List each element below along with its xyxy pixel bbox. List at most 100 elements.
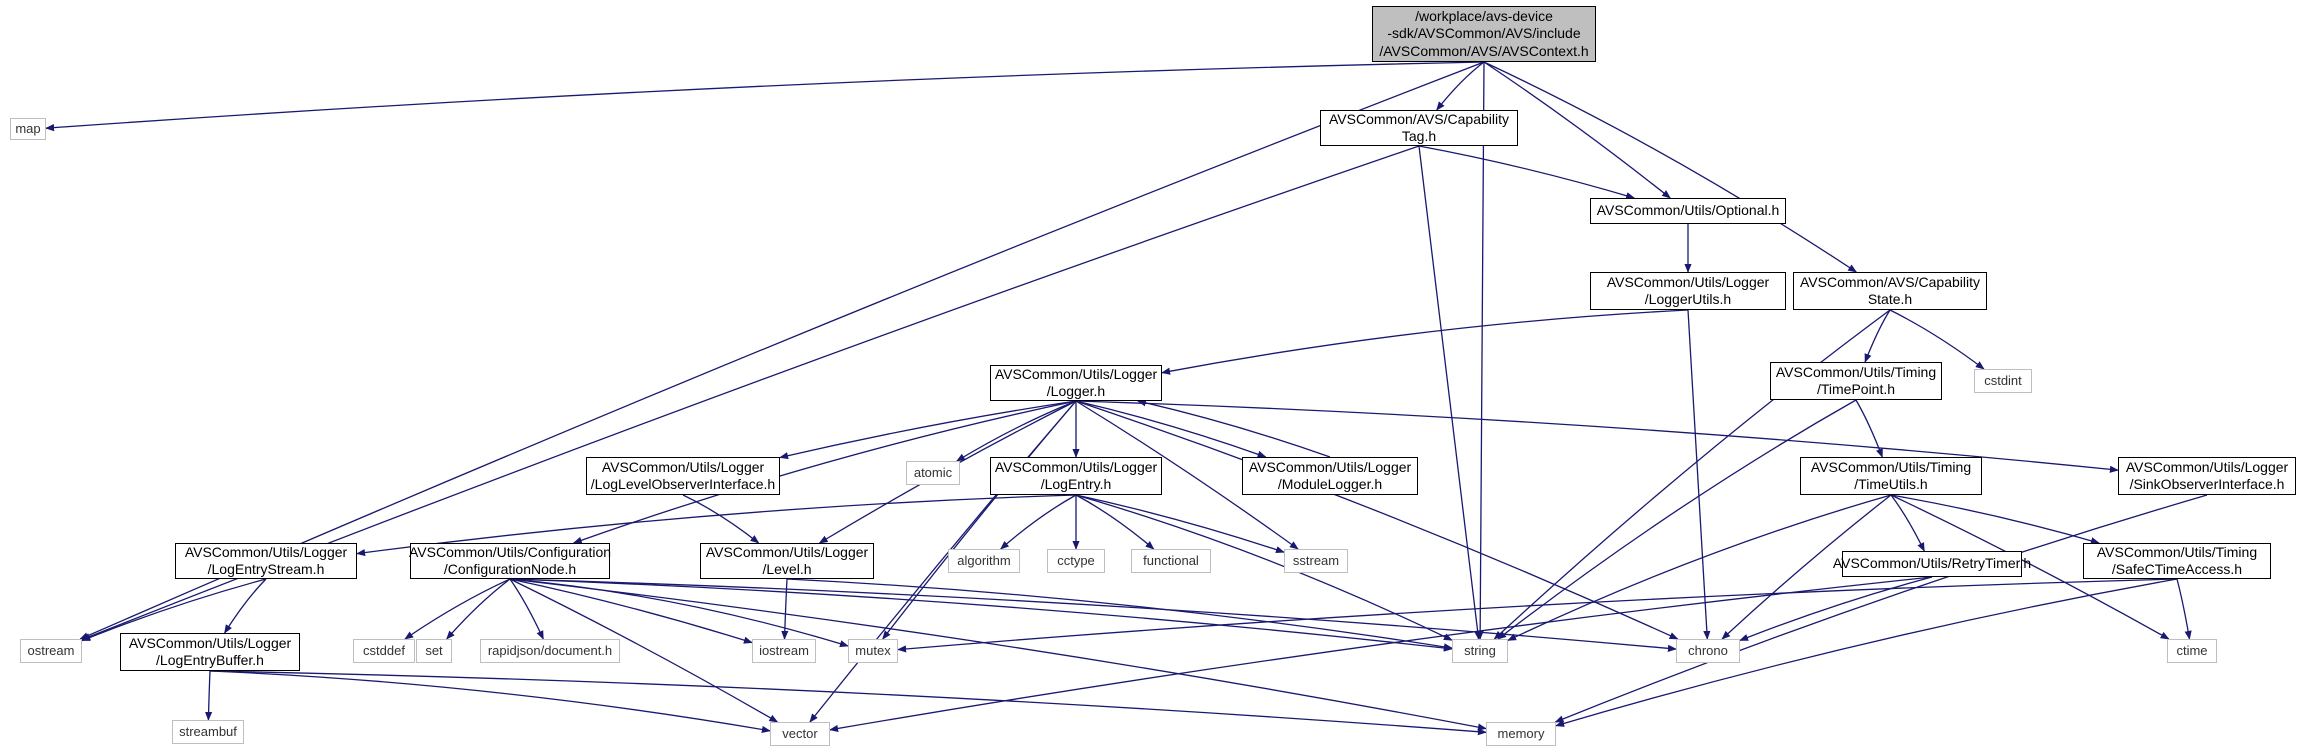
edge-confignode-to-iostream: [509, 578, 753, 644]
node-label: sstream: [1292, 552, 1340, 568]
node-label: functional: [1143, 552, 1199, 568]
node-optional[interactable]: AVSCommon/Utils/Optional.h: [1590, 198, 1786, 224]
node-root[interactable]: /workplace/avs-device -sdk/AVSCommon/AVS…: [1372, 6, 1596, 62]
edge-level-to-iostream: [781, 578, 789, 640]
node-label: AVSCommon/Utils/Logger /LogLevelObserver…: [590, 458, 776, 493]
edge-timepoint-to-string: [1497, 399, 1857, 640]
node-label: AVSCommon/Utils/RetryTimer.h: [1832, 555, 2032, 572]
node-label: AVSCommon/Utils/Logger /Logger.h: [994, 365, 1158, 400]
edge-confignode-to-memory: [509, 578, 1487, 731]
edge-root-to-captag: [1436, 61, 1485, 111]
edge-logger-to-sstream: [1075, 400, 1299, 550]
edge-capstate-to-cstdint: [1889, 309, 1985, 370]
edge-confignode-to-chrono: [509, 578, 1677, 652]
node-logentry[interactable]: AVSCommon/Utils/Logger /LogEntry.h: [990, 457, 1162, 495]
edge-timepoint-to-timeutils: [1855, 399, 1883, 458]
node-sstream: sstream: [1284, 549, 1348, 573]
node-label: mutex: [855, 642, 891, 658]
node-label: atomic: [913, 464, 953, 480]
edge-logger-to-atomic: [956, 400, 1077, 462]
edge-logentry-to-string: [1075, 494, 1453, 641]
node-label: ctime: [2176, 642, 2208, 658]
node-vector: vector: [770, 722, 830, 746]
node-ctime: ctime: [2167, 639, 2217, 663]
node-ostream: ostream: [20, 639, 82, 663]
node-logentrystream[interactable]: AVSCommon/Utils/Logger /LogEntryStream.h: [175, 543, 357, 579]
node-level[interactable]: AVSCommon/Utils/Logger /Level.h: [700, 543, 874, 579]
edge-logentry-to-logentrystream: [356, 494, 1077, 557]
edge-retrytimer-to-vector: [829, 576, 1933, 732]
node-loggerutils[interactable]: AVSCommon/Utils/Logger /LoggerUtils.h: [1590, 272, 1786, 310]
edge-logger-to-confignode: [572, 400, 1077, 544]
edge-logentrybuffer-to-vector: [209, 670, 771, 733]
node-label: AVSCommon/Utils/Logger /LogEntryBuffer.h: [128, 634, 292, 669]
edge-capstate-to-string: [1493, 309, 1891, 640]
edge-confignode-to-vector: [509, 578, 779, 723]
node-capstate[interactable]: AVSCommon/AVS/Capability State.h: [1793, 272, 1987, 310]
node-streambuf: streambuf: [172, 720, 244, 744]
node-map: map: [10, 118, 46, 140]
edge-safectime-to-ctime: [2176, 578, 2192, 640]
edge-confignode-to-cstddef: [404, 578, 511, 640]
edge-logentry-to-algorithm: [1000, 494, 1077, 550]
edge-root-to-optional: [1483, 61, 1671, 199]
edge-logentrybuffer-to-streambuf: [205, 670, 213, 721]
node-sinkobs[interactable]: AVSCommon/Utils/Logger /SinkObserverInte…: [2118, 457, 2296, 495]
node-label: cctype: [1057, 552, 1095, 568]
node-modulelogger[interactable]: AVSCommon/Utils/Logger /ModuleLogger.h: [1242, 457, 1418, 495]
edge-logger-to-mutex: [882, 400, 1077, 640]
edge-level-to-string: [786, 578, 1453, 651]
edge-timeutils-to-ctime: [1890, 494, 2170, 640]
node-timepoint[interactable]: AVSCommon/Utils/Timing /TimePoint.h: [1770, 362, 1942, 400]
node-set: set: [416, 639, 452, 663]
edge-logentrystream-to-ostream: [81, 578, 267, 642]
node-label: cstddef: [363, 642, 405, 658]
node-captag[interactable]: AVSCommon/AVS/Capability Tag.h: [1320, 110, 1518, 146]
node-label: streambuf: [179, 723, 237, 739]
edge-loggerutils-to-logger: [1161, 309, 1689, 375]
node-string: string: [1452, 639, 1508, 663]
edge-root-to-capstate: [1483, 61, 1858, 273]
edge-logger-to-vector: [809, 400, 1077, 723]
node-label: AVSCommon/Utils/Timing /SafeCTimeAccess.…: [2096, 543, 2258, 578]
node-logger[interactable]: AVSCommon/Utils/Logger /Logger.h: [990, 365, 1162, 401]
node-loglevelobs[interactable]: AVSCommon/Utils/Logger /LogLevelObserver…: [586, 457, 780, 495]
node-label: ostream: [27, 642, 75, 658]
node-label: set: [425, 642, 443, 658]
edge-captag-to-string: [1418, 145, 1482, 640]
edge-root-to-map: [45, 61, 1485, 132]
node-label: AVSCommon/Utils/Logger /LogEntry.h: [994, 458, 1158, 493]
edge-confignode-to-string: [509, 578, 1453, 652]
node-label: AVSCommon/AVS/Capability Tag.h: [1329, 110, 1509, 145]
edge-loggerutils-to-chrono: [1687, 309, 1711, 640]
edge-logger-to-chrono: [1075, 400, 1679, 640]
node-label: AVSCommon/Utils/Logger /LoggerUtils.h: [1606, 273, 1770, 308]
node-mutex: mutex: [848, 639, 898, 663]
node-safectime[interactable]: AVSCommon/Utils/Timing /SafeCTimeAccess.…: [2083, 543, 2271, 579]
node-label: chrono: [1688, 642, 1728, 658]
node-label: string: [1464, 642, 1496, 658]
edge-confignode-to-rapidjson: [509, 578, 544, 640]
node-atomic: atomic: [906, 461, 960, 485]
edge-loglevelobs-to-level: [682, 494, 760, 544]
node-label: AVSCommon/Utils/Logger /Level.h: [705, 543, 869, 578]
edge-sinkobs-to-memory: [1554, 494, 2208, 723]
edge-logentry-to-sstream: [1075, 494, 1285, 554]
edge-timeutils-to-string: [1507, 494, 1892, 641]
edge-logger-to-sinkobs: [1075, 400, 2119, 473]
node-cctype: cctype: [1047, 549, 1105, 573]
node-confignode[interactable]: AVSCommon/Utils/Configuration /Configura…: [409, 543, 611, 579]
node-label: cstdint: [1984, 372, 2022, 388]
edge-captag-to-optional: [1418, 145, 1636, 200]
node-chrono: chrono: [1676, 639, 1740, 663]
node-label: vector: [782, 725, 818, 741]
node-retrytimer[interactable]: AVSCommon/Utils/RetryTimer.h: [1833, 551, 2031, 577]
node-timeutils[interactable]: AVSCommon/Utils/Timing /TimeUtils.h: [1800, 457, 1982, 495]
node-label: /workplace/avs-device -sdk/AVSCommon/AVS…: [1379, 7, 1589, 59]
node-cstdint: cstdint: [1974, 369, 2032, 393]
node-logentrybuffer[interactable]: AVSCommon/Utils/Logger /LogEntryBuffer.h: [120, 633, 300, 671]
edge-safectime-to-mutex: [897, 578, 2178, 653]
edge-logger-to-loglevelobs: [779, 400, 1077, 460]
node-label: iostream: [759, 642, 809, 658]
